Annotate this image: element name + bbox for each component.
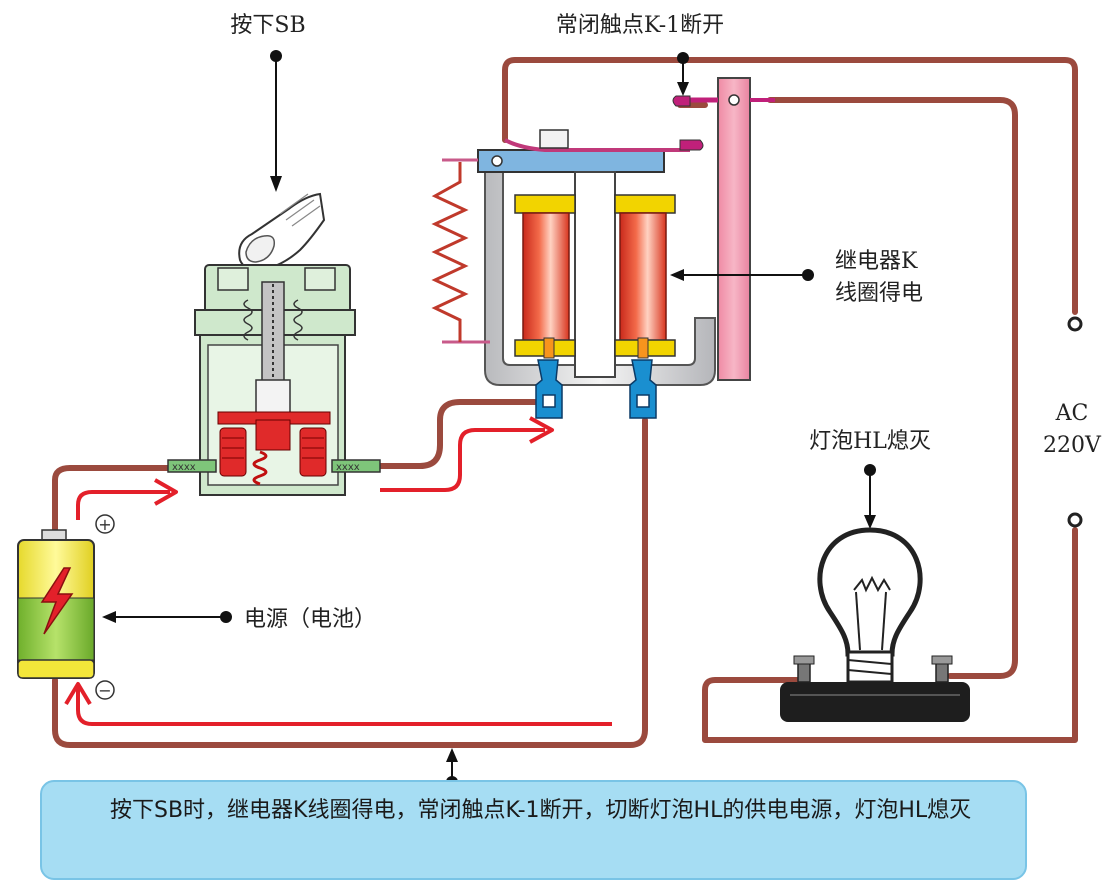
wire-battery-to-switch — [52, 465, 173, 538]
wire-switch-to-coil — [375, 399, 538, 469]
ac-terminal-top — [1067, 316, 1083, 332]
leader-arrowhead-contact — [677, 82, 689, 96]
current-arrow-2 — [380, 428, 545, 492]
pushbutton-switch: xxxx xxxx — [167, 264, 381, 496]
current-arrows — [64, 416, 612, 726]
relay-coil-left — [514, 194, 576, 359]
wire-coil-return — [52, 417, 648, 748]
leader-arrowhead-coil — [670, 269, 684, 281]
label-power-source: 电源（电池） — [244, 607, 376, 632]
relay-coil-right — [614, 194, 676, 359]
label-lamp-off: 灯泡HL熄灭 — [809, 429, 931, 454]
leader-arrowhead-lamp — [864, 515, 876, 529]
leader-arrowhead-press — [270, 176, 282, 192]
caption-box: 按下SB时，继电器K线圈得电，常闭触点K-1断开，切断灯泡HL的供电电源，灯泡H… — [40, 780, 1027, 880]
current-arrow-1 — [76, 490, 170, 520]
label-contact-open: 常闭触点K-1断开 — [556, 13, 724, 38]
svg-text:xxxx: xxxx — [172, 462, 196, 473]
current-arrow-2-head — [529, 416, 554, 444]
label-ac: AC — [1055, 401, 1089, 426]
lightning-icon — [40, 567, 74, 635]
label-ac-voltage: 220V — [1043, 433, 1102, 458]
label-relay-coil-1: 继电器K — [835, 249, 918, 274]
current-arrow-3 — [76, 688, 612, 726]
leader-arrowhead-battery — [102, 611, 116, 623]
svg-text:xxxx: xxxx — [336, 462, 360, 473]
leader-arrowhead-caption — [446, 748, 458, 762]
minus-terminal-icon — [95, 680, 115, 700]
label-relay-coil-2: 线圈得电 — [835, 281, 923, 306]
plus-terminal-icon — [95, 514, 115, 534]
wire-contact-to-lamp — [767, 97, 1018, 679]
label-press-sb: 按下SB — [230, 13, 305, 38]
current-arrow-3-head — [64, 682, 92, 706]
current-arrow-1-head — [154, 478, 178, 506]
wire-ac-lower — [702, 527, 1078, 743]
wires — [52, 57, 1078, 748]
plus-sign: + — [98, 515, 111, 534]
relay — [431, 77, 775, 419]
battery — [17, 529, 95, 679]
spring-icon — [431, 158, 490, 344]
light-bulb — [780, 527, 970, 722]
finger-icon — [238, 192, 326, 272]
ac-terminal-bottom — [1067, 512, 1083, 528]
wire-ac-loop — [502, 57, 1078, 315]
minus-sign: − — [98, 681, 111, 700]
